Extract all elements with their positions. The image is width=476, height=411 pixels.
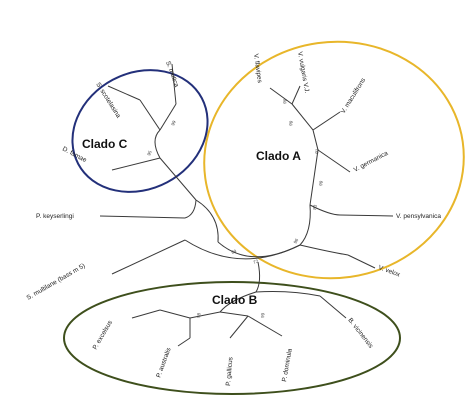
support-value: 96 (293, 237, 300, 244)
branch (309, 204, 341, 216)
taxon-label: S. mutica (164, 60, 180, 88)
branch (347, 254, 376, 269)
branch (107, 85, 141, 101)
taxon-label: P. dominula (281, 348, 294, 383)
support-value: 99 (231, 248, 238, 255)
taxon-label: V. vulgaris V.J. (296, 51, 310, 94)
taxon-label: V. germanica (353, 150, 390, 174)
branch (255, 261, 261, 293)
branch (291, 103, 314, 131)
support-value: 99 (288, 120, 294, 126)
clade-c-label: Clado C (82, 137, 128, 151)
branch (159, 157, 197, 201)
support-value: 98 (196, 312, 201, 318)
branch (312, 111, 341, 131)
taxon-label: P. gallicus (225, 356, 235, 386)
branch (159, 103, 177, 131)
clade-b-label: Clado B (212, 293, 258, 307)
branch (217, 241, 301, 258)
branch (154, 129, 161, 159)
branch (269, 87, 293, 105)
support-value: 98 (282, 98, 288, 104)
taxon-label: V. pensylvanica (396, 213, 441, 220)
support-value: 83 (312, 204, 318, 210)
branch (339, 214, 394, 217)
taxon-label: P. australis (155, 346, 173, 379)
branch (189, 311, 221, 319)
branch (219, 311, 249, 317)
clade-b-ellipse (63, 281, 401, 395)
taxon-label: S. multilane (bass m 5) (26, 262, 87, 301)
clade-a-ellipse (203, 40, 465, 280)
branch (139, 99, 161, 131)
support-value: 72 (253, 258, 260, 265)
branch (319, 295, 347, 319)
branch (111, 239, 186, 275)
branch (111, 157, 161, 171)
branch (229, 315, 249, 339)
branch (309, 149, 319, 206)
branch (299, 244, 349, 256)
branch (171, 63, 177, 105)
branch (299, 204, 311, 246)
branch (184, 199, 197, 219)
clade-c-ellipse (71, 69, 209, 193)
support-value: 99 (170, 119, 177, 126)
branch (317, 149, 351, 173)
taxon-label: P. excelsus (92, 319, 115, 351)
taxon-label: B. vicinensis (346, 317, 374, 350)
branch (159, 309, 191, 319)
support-value: 99 (318, 180, 324, 186)
taxon-label: P. keyserlingi (36, 213, 74, 220)
branch (291, 85, 301, 105)
support-value: 99 (260, 312, 265, 318)
clade-a-label: Clado A (256, 149, 301, 163)
branch (177, 337, 191, 347)
branch (99, 215, 186, 219)
support-value: 91 (314, 148, 320, 154)
branch (219, 291, 257, 313)
taxon-label: V. maculifrons (340, 76, 368, 115)
taxon-label: V. flavipes (252, 53, 263, 84)
taxon-label: S. scotelasina (94, 81, 122, 119)
branch (195, 199, 219, 243)
branch (247, 315, 283, 337)
support-value: 95 (146, 149, 153, 156)
branch (255, 291, 321, 297)
branch (184, 239, 301, 260)
branch (312, 129, 319, 151)
branch (131, 309, 161, 319)
